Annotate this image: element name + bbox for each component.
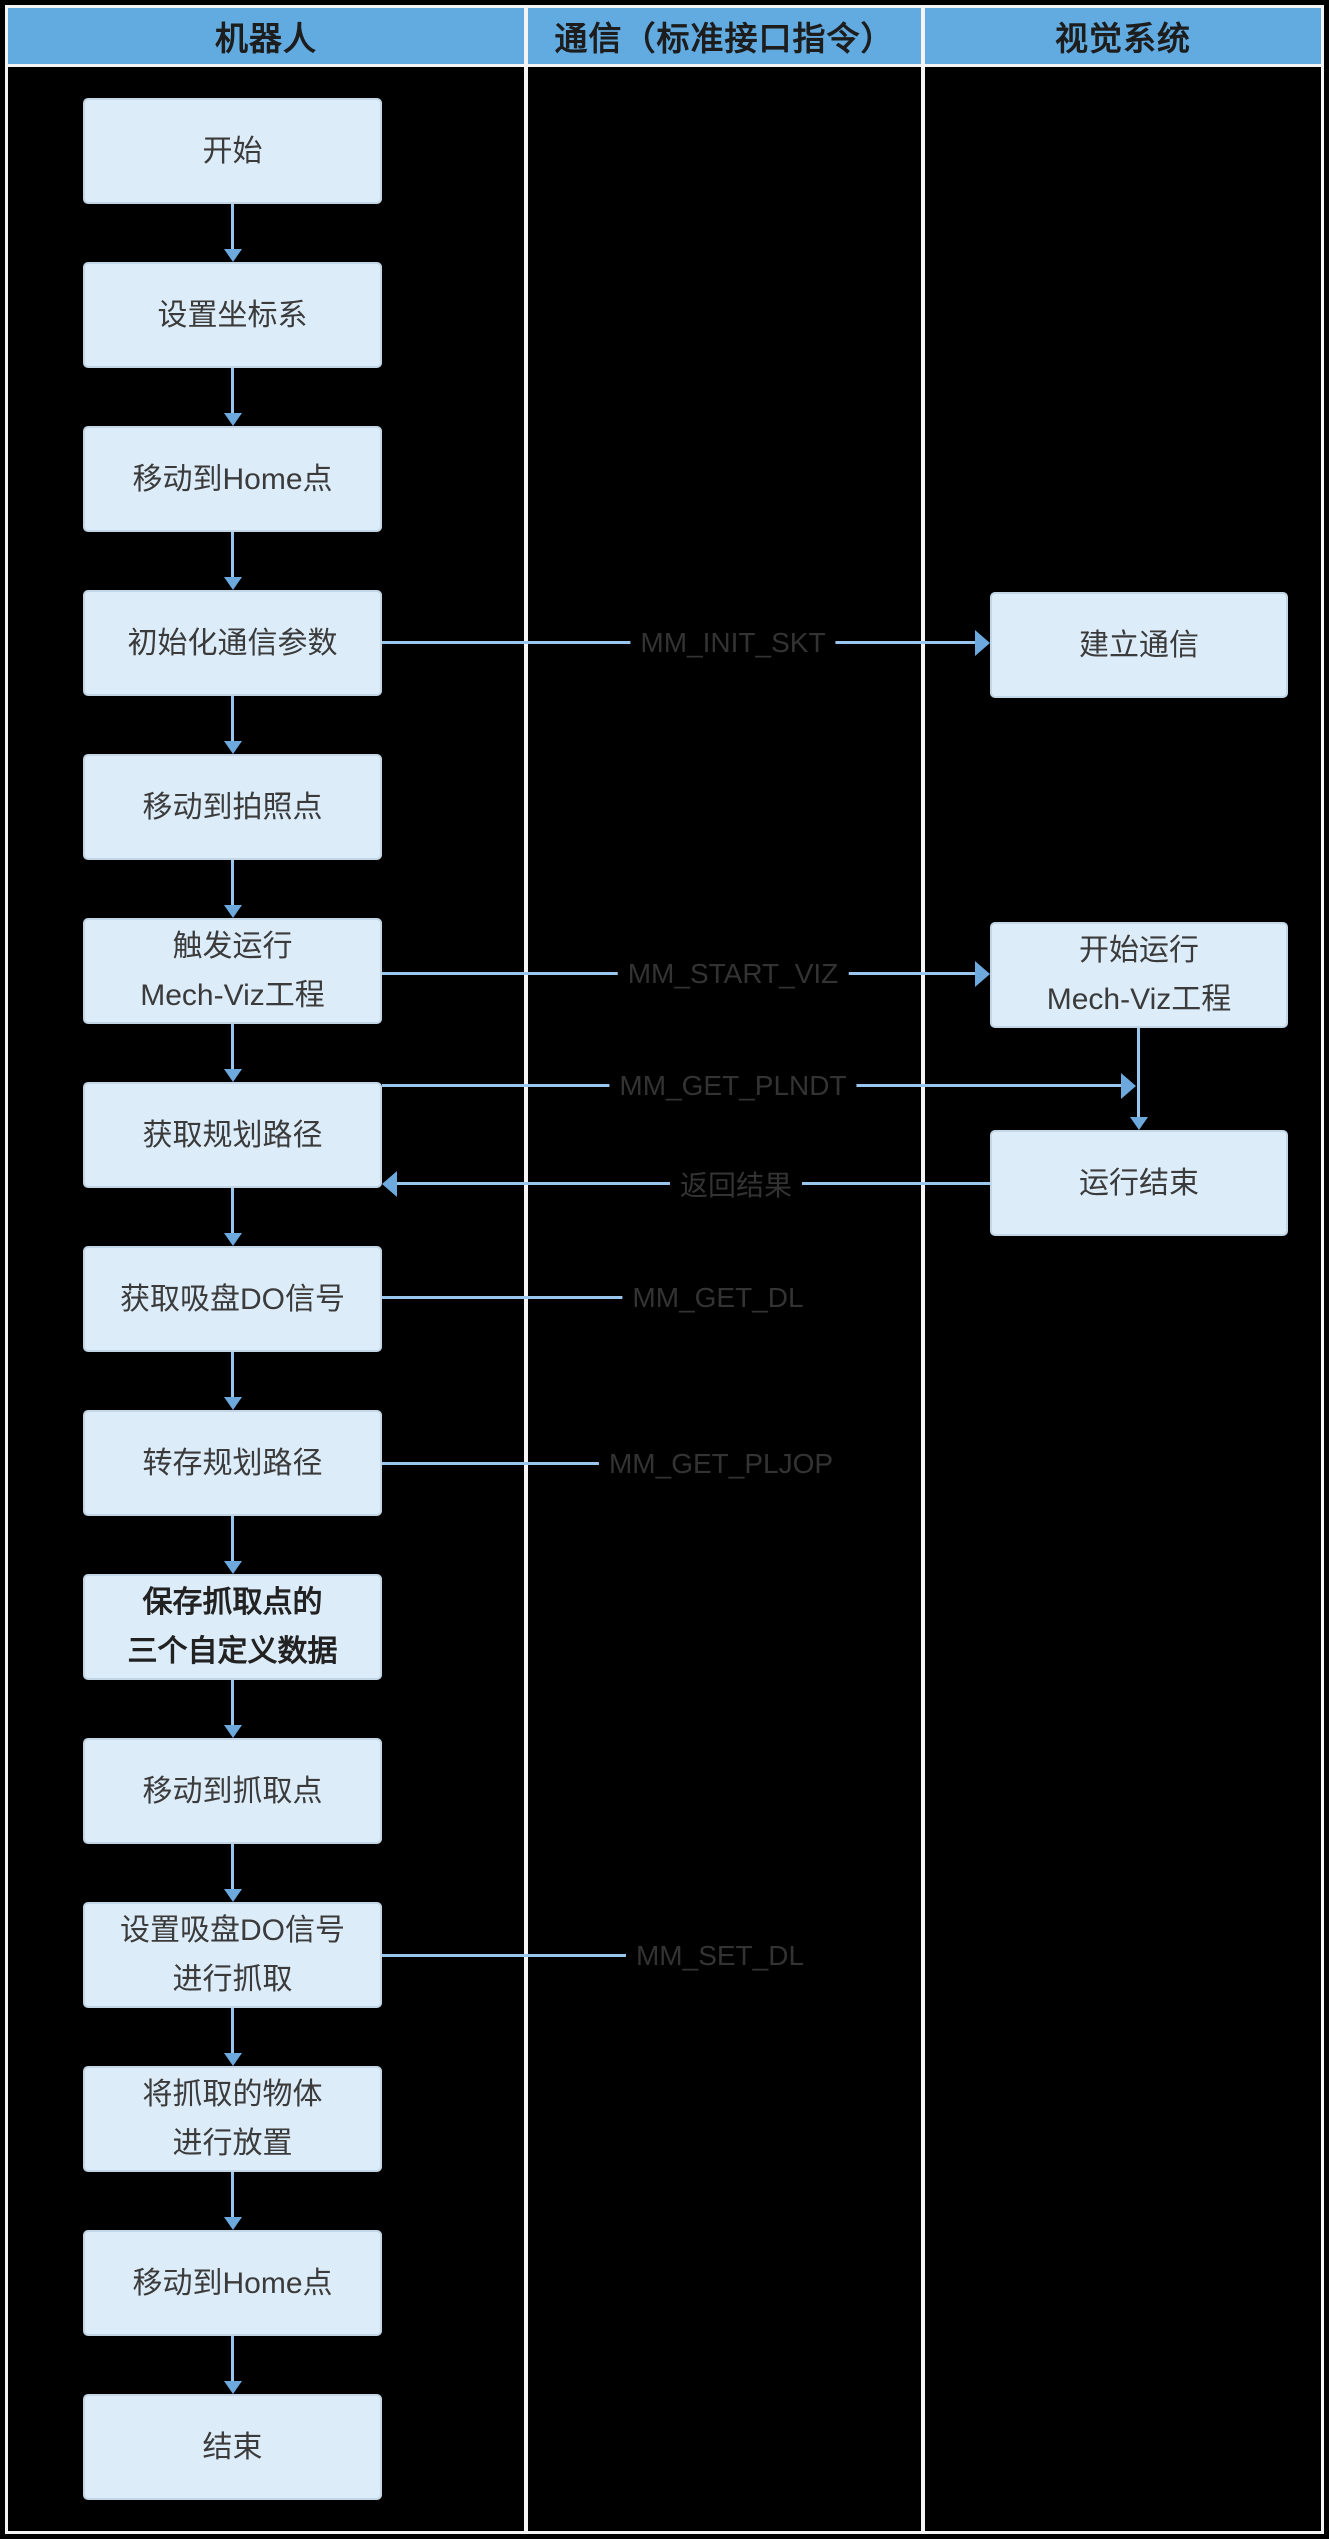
step-label: 获取规划路径 — [142, 1118, 323, 1152]
step-label-line2: 进行放置 — [172, 2127, 293, 2160]
step-label-line2: Mech-Viz工程 — [1046, 983, 1232, 1016]
message-mm-start-viz: MM_START_VIZ — [382, 952, 990, 996]
step-label: 保存抓取点的 — [142, 1586, 323, 1619]
flow-step-place-object: 将抓取的物体进行放置 — [83, 2066, 382, 2172]
arrow-down — [224, 1844, 242, 1902]
message-mm-init-skt: MM_INIT_SKT — [382, 621, 990, 665]
flow-step-get-planned-path: 获取规划路径 — [83, 1082, 382, 1188]
step-label: 移动到拍照点 — [142, 790, 323, 824]
lane-header-vision: 视觉系统 — [925, 8, 1321, 64]
diagram-frame — [5, 5, 1324, 2534]
arrow-down — [224, 1516, 242, 1574]
flow-step-run-finished: 运行结束 — [990, 1130, 1288, 1236]
arrow-down — [224, 1024, 242, 1082]
arrow-down — [224, 368, 242, 426]
step-label: 设置坐标系 — [157, 298, 308, 332]
flow-step-get-suction-do-signal: 获取吸盘DO信号 — [83, 1246, 382, 1352]
step-label: 移动到Home点 — [132, 2266, 333, 2300]
arrow-down — [224, 860, 242, 918]
message-label: MM_SET_DL — [625, 1938, 815, 1974]
arrow-down — [224, 2172, 242, 2230]
message-mm-get-plndt: MM_GET_PLNDT — [382, 1064, 1136, 1108]
step-label: 初始化通信参数 — [127, 626, 338, 660]
flow-step-move-to-photo-point: 移动到拍照点 — [83, 754, 382, 860]
flow-step-save-grasp-custom-data: 保存抓取点的三个自定义数据 — [83, 1574, 382, 1680]
lane-divider-1 — [524, 8, 528, 2531]
step-label-line2: 三个自定义数据 — [127, 1635, 338, 1668]
step-label: 移动到Home点 — [132, 462, 333, 496]
message-mm-get-dl: MM_GET_DL — [382, 1276, 814, 1320]
flow-step-move-to-grasp-point: 移动到抓取点 — [83, 1738, 382, 1844]
lane-divider-2 — [921, 8, 925, 2531]
header-divider-line — [8, 64, 1321, 67]
arrow-down — [224, 1680, 242, 1738]
step-label: 开始运行 — [1079, 934, 1199, 967]
flow-step-init-communication-params: 初始化通信参数 — [83, 590, 382, 696]
arrow-down-vision-connector — [1130, 1028, 1148, 1130]
step-label: 转存规划路径 — [142, 1446, 323, 1480]
step-label: 设置吸盘DO信号 — [120, 1914, 345, 1947]
header-band — [8, 8, 1321, 64]
lane-header-robot: 机器人 — [8, 8, 524, 64]
message-mm-set-dl: MM_SET_DL — [382, 1934, 815, 1978]
flow-step-establish-communication: 建立通信 — [990, 592, 1288, 698]
flow-step-set-suction-do-grasp: 设置吸盘DO信号进行抓取 — [83, 1902, 382, 2008]
lane-header-communication-label: 通信（标准接口指令） — [554, 20, 895, 57]
step-label: 获取吸盘DO信号 — [120, 1282, 345, 1316]
step-label: 将抓取的物体 — [142, 2078, 323, 2111]
lane-header-robot-label: 机器人 — [215, 20, 317, 57]
step-label: 建立通信 — [1079, 628, 1199, 662]
step-label-line2: Mech-Viz工程 — [140, 979, 325, 1012]
arrow-down — [224, 2336, 242, 2394]
message-label: MM_START_VIZ — [617, 956, 849, 992]
step-label: 开始 — [202, 134, 263, 168]
arrow-down — [224, 696, 242, 754]
message-label: 返回结果 — [669, 1162, 803, 1206]
arrow-down — [224, 1352, 242, 1410]
flow-step-set-coordinate-system: 设置坐标系 — [83, 262, 382, 368]
arrow-down — [224, 1188, 242, 1246]
flow-step-transfer-planned-path: 转存规划路径 — [83, 1410, 382, 1516]
lane-header-communication: 通信（标准接口指令） — [528, 8, 921, 64]
arrow-down — [224, 532, 242, 590]
flow-step-move-to-home: 移动到Home点 — [83, 426, 382, 532]
message-return-result: 返回结果 — [382, 1162, 990, 1206]
message-label: MM_GET_PLJOP — [598, 1446, 844, 1482]
message-label: MM_GET_PLNDT — [609, 1068, 857, 1104]
step-label: 触发运行 — [172, 930, 293, 963]
step-label: 结束 — [202, 2430, 263, 2464]
arrow-down — [224, 2008, 242, 2066]
flow-step-trigger-mech-viz: 触发运行 Mech-Viz工程 — [83, 918, 382, 1024]
message-label: MM_GET_DL — [622, 1280, 814, 1316]
step-label: 移动到抓取点 — [142, 1774, 323, 1808]
message-mm-get-pljop: MM_GET_PLJOP — [382, 1442, 844, 1486]
flow-step-start-mech-viz: 开始运行 Mech-Viz工程 — [990, 922, 1288, 1028]
flow-step-end: 结束 — [83, 2394, 382, 2500]
arrow-down — [224, 204, 242, 262]
lane-header-vision-label: 视觉系统 — [1055, 20, 1191, 57]
step-label: 运行结束 — [1079, 1166, 1199, 1200]
step-label-line2: 进行抓取 — [172, 1963, 293, 1996]
message-label: MM_INIT_SKT — [630, 625, 836, 661]
flow-step-start: 开始 — [83, 98, 382, 204]
flow-step-move-to-home-again: 移动到Home点 — [83, 2230, 382, 2336]
